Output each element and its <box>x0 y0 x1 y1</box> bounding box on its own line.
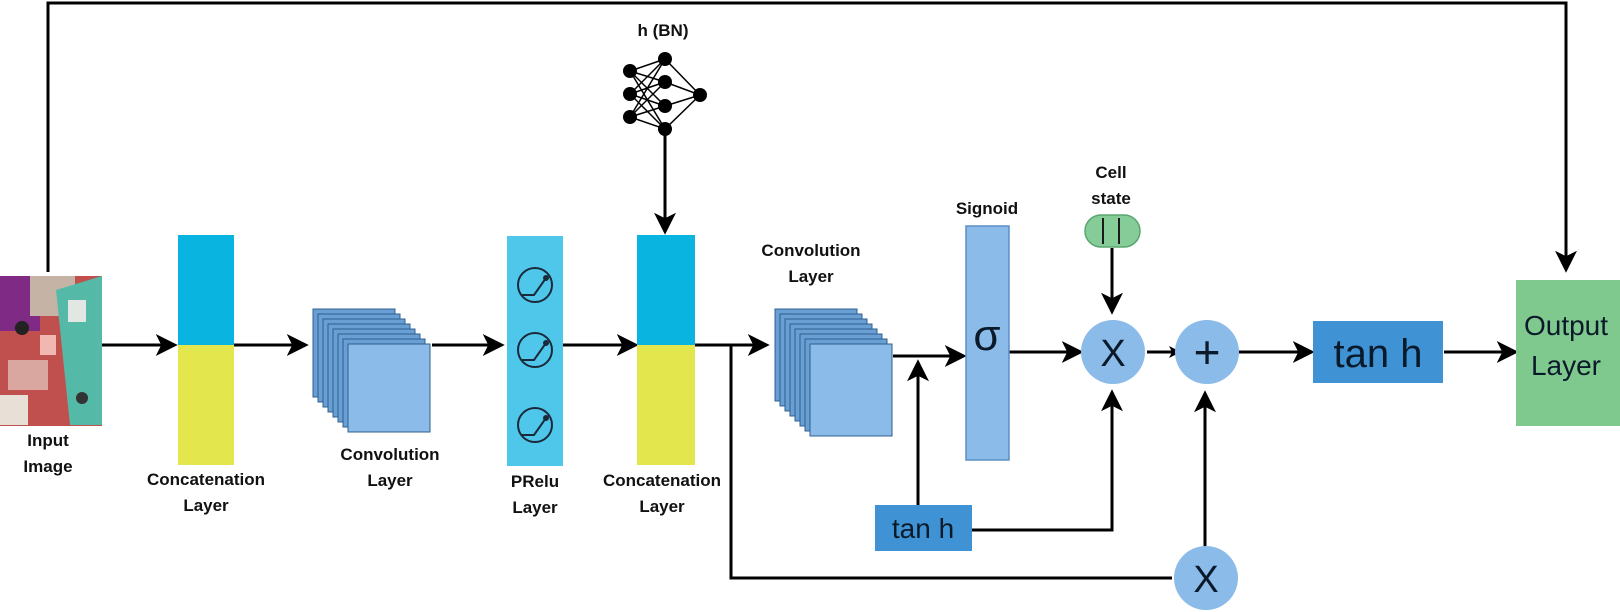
prelu-activation-icon <box>517 407 553 443</box>
convolution-layer-1-stack <box>312 308 431 433</box>
conv2-label-line1: Convolution <box>761 241 860 260</box>
input-image <box>0 276 102 426</box>
tanh-bottom-label: tan h <box>892 513 954 544</box>
concat2-top-block <box>637 235 695 345</box>
tanh-main-label: tan h <box>1334 332 1423 376</box>
feature-map-front <box>347 343 431 433</box>
forget-path-line <box>729 345 1172 580</box>
prelu-layer <box>507 236 563 466</box>
cell-state-label-line1: Cell <box>1095 163 1126 182</box>
multiply-top-symbol: X <box>1100 333 1125 375</box>
prelu-label-line1: PRelu <box>511 472 559 491</box>
cell-state-icon <box>1084 214 1141 248</box>
concat1-label-line1: Concatenation <box>147 470 265 489</box>
conv1-label-line2: Layer <box>367 471 413 490</box>
prelu-label-line2: Layer <box>512 498 558 517</box>
convolution-layer-2-stack <box>774 308 893 437</box>
sigmoid-label: Signoid <box>956 199 1018 218</box>
output-layer <box>1516 280 1620 426</box>
conv2-label-line2: Layer <box>788 267 834 286</box>
concat2-label-line2: Layer <box>639 497 685 516</box>
input-image-label-line2: Image <box>23 457 72 476</box>
sigmoid-symbol: σ <box>973 311 1000 360</box>
arrow-tanh-bottom-to-multiply <box>972 389 1123 532</box>
multiply-bottom-symbol: X <box>1193 559 1218 601</box>
concatenation-layer-1 <box>178 235 234 465</box>
add-symbol: + <box>1194 326 1221 378</box>
add-operator <box>1175 320 1239 384</box>
input-image-label-line1: Input <box>27 431 69 450</box>
skip-connection-line <box>46 1 1577 273</box>
connectors <box>46 1 1577 580</box>
concatenation-layer-2 <box>637 235 695 465</box>
cell-state-label-line2: state <box>1091 189 1131 208</box>
concat2-label-line1: Concatenation <box>603 471 721 490</box>
tanh-bottom-block <box>875 505 972 551</box>
concat1-bottom-block <box>178 345 234 465</box>
output-label-line2: Layer <box>1531 350 1601 381</box>
prelu-activation-icon <box>517 267 553 303</box>
sigmoid-gate <box>965 225 1010 461</box>
tanh-main-block <box>1313 321 1443 383</box>
bn-label: h (BN) <box>638 21 689 40</box>
concat1-top-block <box>178 235 234 345</box>
concat1-label-line2: Layer <box>183 496 229 515</box>
multiply-bottom-operator <box>1174 546 1238 610</box>
prelu-activation-icon <box>517 332 553 368</box>
output-label-line1: Output <box>1524 310 1608 341</box>
feature-map-front <box>809 343 893 437</box>
neural-network-icon <box>623 52 707 136</box>
conv1-label-line1: Convolution <box>340 445 439 464</box>
concat2-bottom-block <box>637 345 695 465</box>
multiply-top-operator <box>1081 320 1145 384</box>
